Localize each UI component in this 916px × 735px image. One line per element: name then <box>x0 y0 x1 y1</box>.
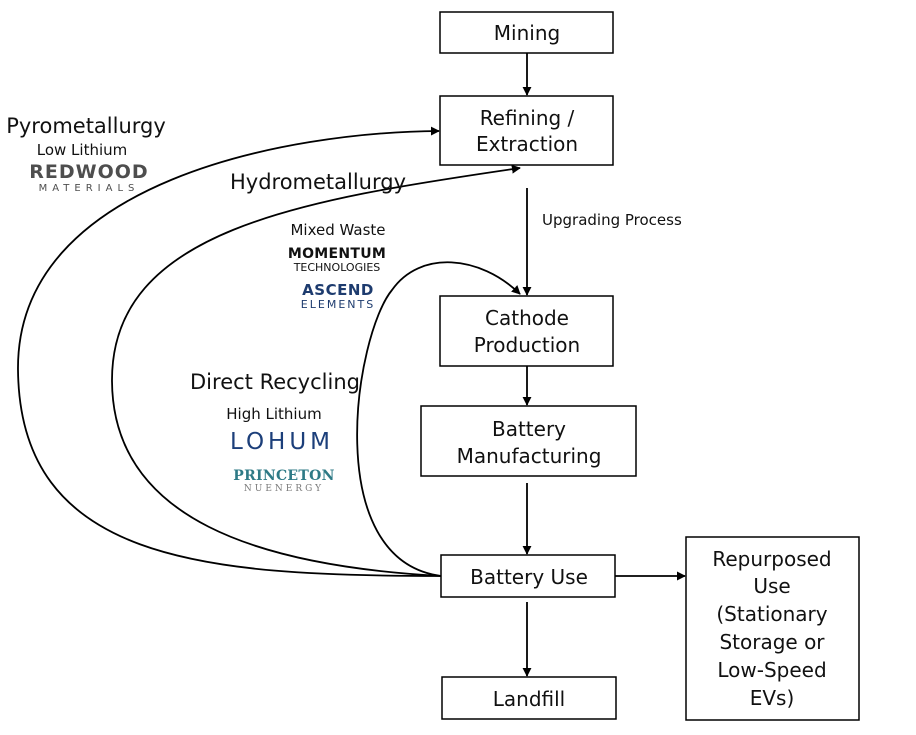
cathode-box: Cathode Production <box>439 295 614 367</box>
cathode-label-line2: Production <box>474 333 580 357</box>
high-lithium-label: High Lithium <box>226 405 321 423</box>
ascend-logo-subtext: ELEMENTS <box>300 298 376 311</box>
redwood-logo-subtext: MATERIALS <box>38 183 140 194</box>
battery-use-label: Battery Use <box>470 565 588 589</box>
repurposed-label-line6: EVs) <box>750 686 795 710</box>
momentum-technologies-logo: MOMENTUM TECHNOLOGIES <box>280 247 394 273</box>
repurposed-label-line5: Low-Speed <box>717 658 826 682</box>
hydrometallurgy-label: Hydrometallurgy <box>230 170 406 194</box>
pyrometallurgy-label: Pyrometallurgy <box>6 114 166 138</box>
landfill-box: Landfill <box>441 676 617 720</box>
battery-mfg-label-line1: Battery <box>492 417 566 441</box>
repurposed-label-line2: Use <box>753 574 790 598</box>
landfill-label: Landfill <box>493 687 565 711</box>
refining-label-line1: Refining / <box>480 106 575 130</box>
princeton-logo-text: PRINCETON <box>233 468 335 484</box>
momentum-logo-text: MOMENTUM <box>287 246 387 262</box>
battery-manufacturing-box: Battery Manufacturing <box>420 405 637 477</box>
repurposed-label-line4: Storage or <box>719 630 825 654</box>
mining-label: Mining <box>494 21 560 45</box>
cathode-label-line1: Cathode <box>485 306 569 330</box>
redwood-logo-text: REDWOOD <box>29 161 149 183</box>
pyrometallurgy-loop-arrow <box>17 126 442 577</box>
repurposed-label-line3: (Stationary <box>716 602 827 626</box>
battery-use-box: Battery Use <box>440 554 616 598</box>
princeton-logo-subtext: NUENERGY <box>243 484 325 494</box>
redwood-materials-logo: REDWOOD MATERIALS <box>28 163 150 194</box>
direct-recycling-loop-arrow <box>356 261 521 577</box>
hydrometallurgy-loop-arrow <box>111 164 521 577</box>
upgrading-process-label: Upgrading Process <box>542 211 682 229</box>
ascend-elements-logo: ASCEND ELEMENTS <box>286 281 390 311</box>
low-lithium-label: Low Lithium <box>37 141 128 159</box>
repurposed-label-line1: Repurposed <box>712 547 831 571</box>
momentum-logo-subtext: TECHNOLOGIES <box>293 261 381 274</box>
battery-mfg-label-line2: Manufacturing <box>457 444 602 468</box>
lohum-logo: LOHUM <box>222 431 342 454</box>
lohum-logo-text: LOHUM <box>229 429 335 455</box>
refining-label-line2: Extraction <box>476 132 578 156</box>
princeton-nuenergy-logo: PRINCETON NUENERGY <box>222 469 346 494</box>
repurposed-use-box: Repurposed Use (Stationary Storage or Lo… <box>685 536 860 721</box>
mixed-waste-label: Mixed Waste <box>290 221 385 239</box>
direct-recycling-label: Direct Recycling <box>190 370 360 394</box>
ascend-logo-text: ASCEND <box>302 281 374 299</box>
mining-box: Mining <box>439 11 614 54</box>
refining-box: Refining / Extraction <box>439 95 614 166</box>
